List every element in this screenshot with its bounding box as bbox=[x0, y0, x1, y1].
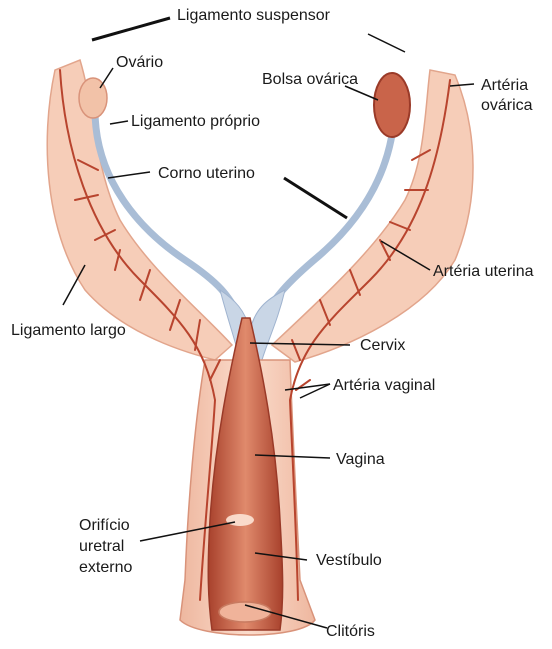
label-orificio-line1: Orifício bbox=[79, 516, 130, 535]
label-orificio-line2: uretral bbox=[79, 537, 124, 556]
label-ligamento-suspensor: Ligamento suspensor bbox=[177, 6, 330, 25]
label-vagina: Vagina bbox=[336, 450, 385, 469]
label-ligamento-largo: Ligamento largo bbox=[11, 321, 126, 340]
label-bolsa-ovarica: Bolsa ovárica bbox=[262, 70, 358, 89]
label-arteria-ovarica-line2: ovárica bbox=[481, 96, 533, 115]
label-cervix: Cervix bbox=[360, 336, 405, 355]
label-orificio-line3: externo bbox=[79, 558, 132, 577]
broad-ligament-right bbox=[272, 70, 473, 362]
label-ligamento-proprio: Ligamento próprio bbox=[131, 112, 260, 131]
label-ovario: Ovário bbox=[116, 53, 163, 72]
ovarian-bursa-shape bbox=[374, 73, 410, 137]
label-clitoris: Clitóris bbox=[326, 622, 375, 641]
label-arteria-uterina: Artéria uterina bbox=[433, 262, 534, 281]
label-vestibulo: Vestíbulo bbox=[316, 551, 382, 570]
broad-ligament-left bbox=[47, 60, 232, 360]
urethral-orifice-shape bbox=[226, 514, 254, 526]
label-corno-uterino: Corno uterino bbox=[158, 164, 255, 183]
label-arteria-ovarica-line1: Artéria bbox=[481, 76, 528, 95]
label-arteria-vaginal: Artéria vaginal bbox=[333, 376, 435, 395]
